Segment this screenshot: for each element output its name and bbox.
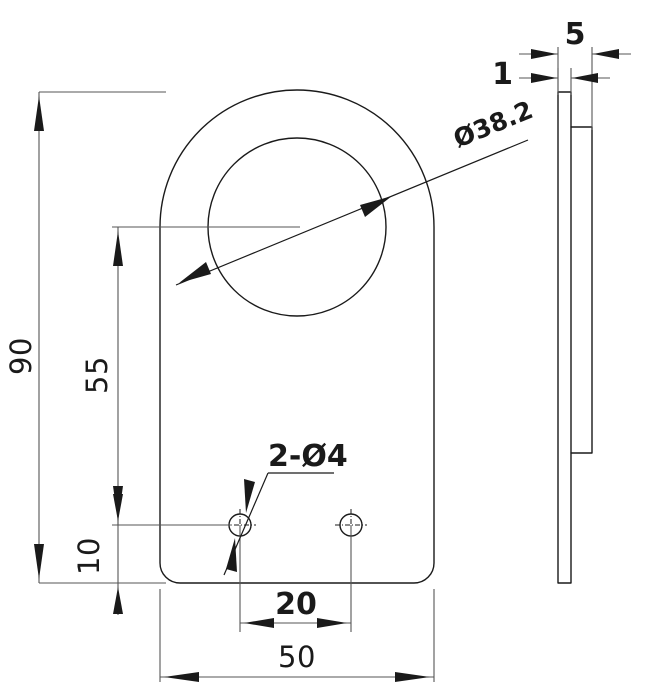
arrowhead-small-hole-up — [226, 538, 237, 572]
arrowhead-bore-upper — [360, 196, 392, 217]
dimension-side-1: 1 — [492, 57, 610, 95]
bore-leader-line — [175, 139, 529, 286]
arrowhead-20-left — [244, 618, 274, 628]
arrowhead-bore-lower — [179, 262, 211, 283]
arrowhead-5-left — [531, 49, 557, 59]
dim-label-10: 10 — [72, 537, 106, 575]
arrowhead-10-bottom — [113, 587, 123, 614]
dimension-20: 20 — [239, 525, 352, 632]
arrowhead-10-top — [113, 494, 123, 521]
arrowhead-5-right — [593, 49, 619, 59]
dimension-bore-diameter: Ø38.2 — [175, 95, 537, 286]
arrowhead-90-top — [34, 96, 44, 131]
dimension-90: 90 — [4, 91, 166, 584]
dim-label-small-holes: 2-Ø4 — [268, 439, 348, 474]
dim-label-50: 50 — [278, 640, 316, 674]
dimension-side-5: 5 — [519, 17, 631, 130]
dimension-10: 10 — [72, 494, 123, 615]
dim-label-bore-diameter: Ø38.2 — [449, 95, 537, 153]
arrowhead-20-right — [317, 618, 347, 628]
label-small-holes: 2-Ø4 — [223, 439, 348, 576]
dim-label-side-1: 1 — [492, 57, 513, 92]
arrowhead-50-left — [164, 672, 199, 682]
dimension-55: 55 — [80, 226, 300, 526]
dimension-50: 50 — [159, 589, 435, 682]
arrowhead-90-bottom — [34, 544, 44, 579]
arrowhead-1-left — [531, 73, 557, 83]
dim-label-90: 90 — [4, 337, 38, 375]
arrowhead-55-top — [113, 231, 123, 266]
dim-label-side-5: 5 — [565, 17, 586, 52]
front-view-group — [159, 89, 435, 584]
arrowhead-1-right — [572, 73, 598, 83]
dim-label-20: 20 — [275, 587, 317, 622]
front-outline-profile — [159, 89, 435, 584]
side-plate-body — [557, 91, 572, 584]
dim-label-55: 55 — [80, 356, 114, 394]
side-view-group — [557, 91, 593, 584]
arrowhead-50-right — [395, 672, 430, 682]
arrowhead-small-hole-down — [244, 479, 255, 513]
side-step-profile — [570, 126, 593, 454]
